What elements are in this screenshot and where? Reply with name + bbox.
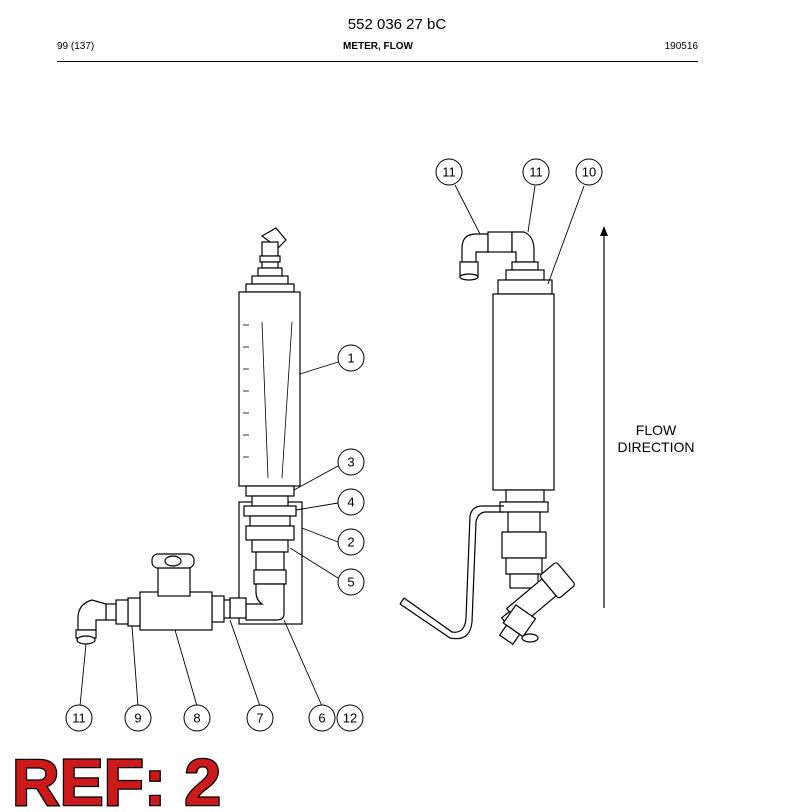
callout-6: 6 bbox=[308, 704, 336, 732]
flow-label-line1: FLOW bbox=[636, 422, 677, 438]
callout-11-left: 11 bbox=[65, 704, 93, 732]
svg-text:11: 11 bbox=[442, 165, 456, 180]
svg-text:3: 3 bbox=[347, 455, 354, 470]
svg-text:1: 1 bbox=[347, 351, 354, 366]
ref-stamp: REF: 2 bbox=[12, 745, 221, 812]
page-reference: 99 (137) bbox=[57, 41, 95, 52]
callout-8: 8 bbox=[183, 704, 211, 732]
flow-tube bbox=[238, 291, 301, 487]
callout-11-right-b: 11 bbox=[522, 158, 550, 186]
svg-text:4: 4 bbox=[347, 495, 354, 510]
header-rule bbox=[57, 61, 698, 62]
tee-body bbox=[139, 591, 213, 631]
flow-label-line2: DIRECTION bbox=[618, 439, 695, 455]
document-date: 190516 bbox=[664, 41, 698, 52]
leader-lines bbox=[79, 184, 585, 707]
callout-11-right-a: 11 bbox=[435, 158, 463, 186]
callout-4: 4 bbox=[337, 488, 365, 516]
callout-5: 5 bbox=[337, 568, 365, 596]
right-assembly bbox=[399, 231, 575, 646]
callout-3: 3 bbox=[337, 448, 365, 476]
svg-text:2: 2 bbox=[347, 535, 354, 550]
callout-10: 10 bbox=[575, 158, 603, 186]
svg-text:10: 10 bbox=[582, 165, 596, 180]
callout-9: 9 bbox=[124, 704, 152, 732]
svg-text:8: 8 bbox=[193, 711, 200, 726]
svg-text:11: 11 bbox=[72, 711, 86, 726]
document-number: 552 036 27 bC bbox=[347, 16, 447, 33]
svg-text:5: 5 bbox=[347, 575, 354, 590]
left-assembly bbox=[75, 227, 303, 645]
svg-text:6: 6 bbox=[318, 711, 325, 726]
flow-direction-arrow bbox=[600, 226, 608, 608]
callout-1: 1 bbox=[337, 344, 365, 372]
callout-7: 7 bbox=[246, 704, 274, 732]
callout-12: 12 bbox=[336, 704, 364, 732]
svg-text:12: 12 bbox=[343, 711, 357, 726]
right-flow-tube bbox=[492, 293, 555, 491]
svg-text:11: 11 bbox=[529, 165, 543, 180]
document-title: METER, FLOW bbox=[343, 41, 413, 52]
callout-2: 2 bbox=[337, 528, 365, 556]
svg-text:9: 9 bbox=[134, 711, 141, 726]
svg-text:7: 7 bbox=[256, 711, 263, 726]
